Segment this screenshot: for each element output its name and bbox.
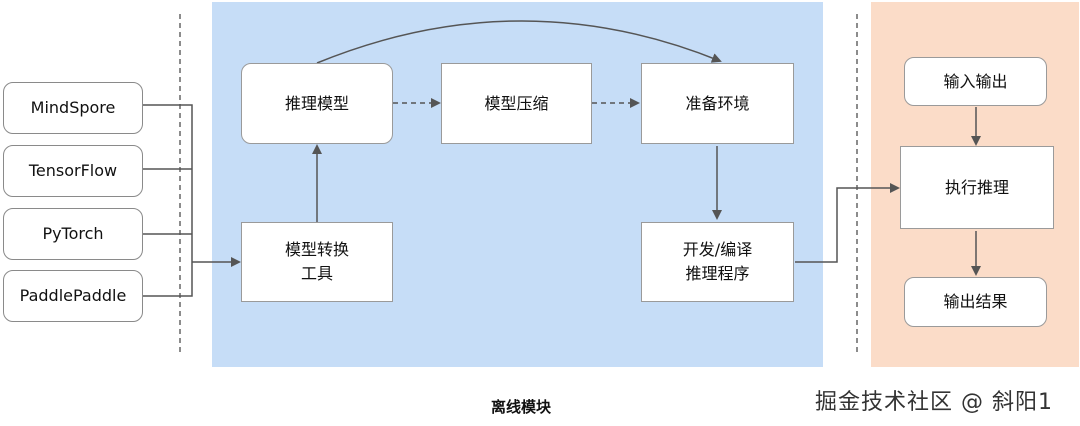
framework-label: PaddlePaddle	[19, 286, 127, 305]
model-compression-box: 模型压缩	[441, 63, 592, 144]
framework-label: TensorFlow	[28, 161, 118, 180]
inference-model-label: 推理模型	[284, 93, 349, 113]
connector-paddlepaddle	[142, 262, 193, 297]
dev-program-box: 开发/编译 推理程序	[641, 222, 794, 302]
offline-module-label: 离线模块	[491, 398, 552, 416]
prepare-env-label: 准备环境	[685, 93, 750, 113]
execute-label: 执行推理	[944, 177, 1009, 197]
framework-paddlepaddle: PaddlePaddle	[3, 270, 143, 322]
converter-label-line1: 模型转换	[284, 240, 349, 259]
output-box: 输出结果	[904, 277, 1047, 327]
connector-mindspore	[142, 104, 193, 262]
inference-model-box: 推理模型	[241, 63, 393, 144]
io-label: 输入输出	[943, 71, 1008, 91]
model-compression-label: 模型压缩	[484, 93, 549, 113]
converter-label-line2: 工具	[300, 264, 333, 283]
framework-label: PyTorch	[42, 224, 104, 243]
framework-tensorflow: TensorFlow	[3, 145, 143, 197]
converter-box: 模型转换 工具	[241, 222, 393, 302]
framework-pytorch: PyTorch	[3, 208, 143, 260]
offline-region	[212, 2, 823, 367]
watermark: 掘金技术社区 @ 斜阳1	[815, 390, 1053, 415]
io-box: 输入输出	[904, 57, 1047, 106]
execute-box: 执行推理	[900, 146, 1054, 229]
dev-label-line2: 推理程序	[685, 264, 750, 283]
prepare-env-box: 准备环境	[641, 63, 794, 144]
output-label: 输出结果	[943, 292, 1008, 311]
dev-label-line1: 开发/编译	[682, 240, 753, 259]
framework-label: MindSpore	[30, 98, 116, 117]
framework-mindspore: MindSpore	[3, 82, 143, 134]
